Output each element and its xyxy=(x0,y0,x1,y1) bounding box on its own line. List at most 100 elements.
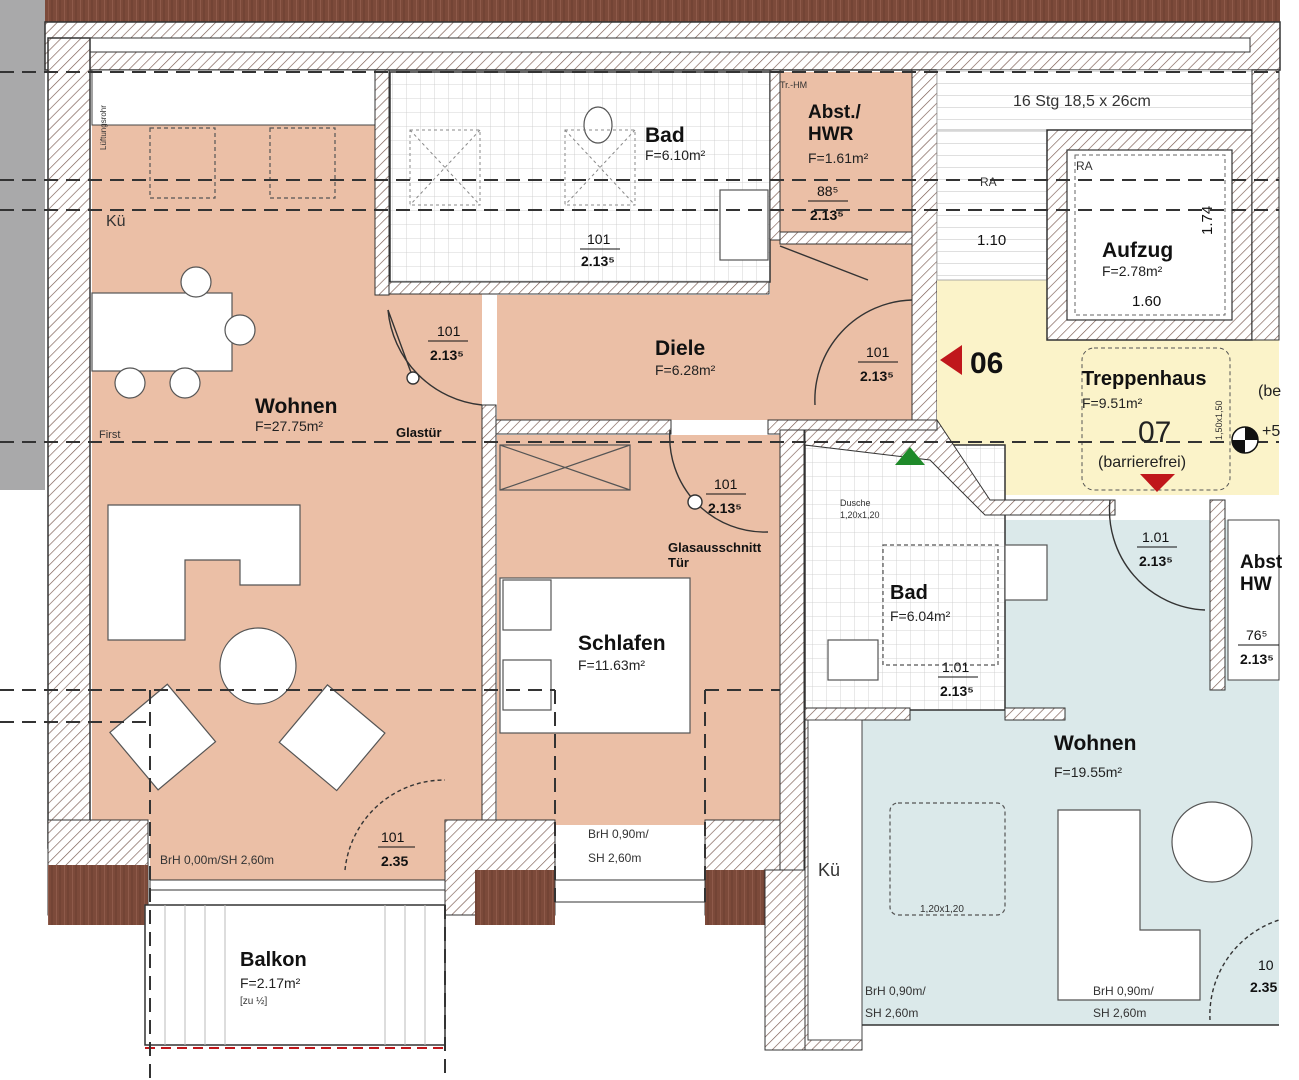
wall-bad2-diagonal xyxy=(804,418,1116,516)
kitchen-label-2: Kü xyxy=(818,860,840,880)
wall-bad-left xyxy=(374,69,390,296)
wall-schlafen-top xyxy=(495,419,672,435)
label-bad-1: Bad xyxy=(645,124,685,147)
balcony xyxy=(144,904,446,1046)
dim-160: 1.60 xyxy=(1132,293,1161,310)
window-note-1: BrH 0,00m/SH 2,60m xyxy=(160,853,274,867)
area-abst-1: F=1.61m² xyxy=(808,150,869,166)
wall-schlafen-right xyxy=(779,429,805,881)
door-11-height: 2.35 xyxy=(1250,979,1277,995)
wall-bad2-bottom2 xyxy=(1004,707,1066,721)
ra-label-1: RA xyxy=(980,175,997,189)
door-3-width: 101 xyxy=(437,323,461,339)
unit-06-number: 06 xyxy=(970,347,1003,380)
glasausschnitt-label-2: Tür xyxy=(668,555,689,570)
dim-174: 1.74 xyxy=(1199,206,1216,235)
door-11-width: 10 xyxy=(1258,957,1274,973)
plus5-label: +5 xyxy=(1262,423,1280,440)
elevator-cabin xyxy=(1074,154,1226,316)
label-schlafen: Schlafen xyxy=(578,632,666,655)
bottom-wall-unit07 xyxy=(764,869,806,1051)
stairs-label: 16 Stg 18,5 x 26cm xyxy=(1013,93,1151,110)
label-wohnen-2: Wohnen xyxy=(1054,732,1136,755)
wall-bad2-bottom xyxy=(804,707,911,721)
glastuer-label: Glastür xyxy=(396,425,442,440)
room-diele xyxy=(497,295,915,420)
room-aufzug xyxy=(1066,149,1233,321)
area-treppenhaus: F=9.51m² xyxy=(1082,395,1143,411)
window-note-4a: BrH 0,90m/ xyxy=(1093,984,1154,998)
kitchen-label-1: Kü xyxy=(106,213,126,230)
window-sill-1 xyxy=(149,879,446,891)
label-diele: Diele xyxy=(655,337,705,360)
dim-150: 1,50x1,50 xyxy=(1214,400,1224,440)
window-note-3b: SH 2,60m xyxy=(865,1006,918,1020)
room-abst-1 xyxy=(780,72,912,234)
wall-wohnen-right xyxy=(481,404,497,821)
shower-label-2: 1,20x1,20 xyxy=(840,510,880,520)
bottom-brick xyxy=(48,865,148,925)
door-4-height: 2.13⁵ xyxy=(860,368,894,384)
roof-edge xyxy=(45,0,1280,22)
be-label: (be xyxy=(1258,383,1281,400)
door-9-height: 2.13⁵ xyxy=(1240,651,1274,667)
door-4-width: 101 xyxy=(866,344,890,360)
door-2-height: 2.13⁵ xyxy=(810,207,844,223)
room-bad-1 xyxy=(389,71,771,283)
window-strip xyxy=(89,37,1251,53)
unit-06-entrance-marker xyxy=(940,345,962,375)
note-balkon: [zu ½] xyxy=(240,996,267,1007)
door-9-width: 76⁵ xyxy=(1246,627,1267,643)
door-6-height: 2.35 xyxy=(381,853,408,869)
door-labels: 101 2.13⁵ 88⁵ 2.13⁵ 101 2.13⁵ 101 2.13⁵ … xyxy=(378,183,1279,995)
door-5-height: 2.13⁵ xyxy=(708,500,742,516)
door-1-height: 2.13⁵ xyxy=(581,253,615,269)
area-schlafen: F=11.63m² xyxy=(578,657,645,673)
ra-label-2: RA xyxy=(1076,159,1093,173)
area-balkon: F=2.17m² xyxy=(240,975,301,991)
door-1-width: 101 xyxy=(587,231,611,247)
exit-marker xyxy=(895,447,925,465)
wall-unit07-right xyxy=(1209,499,1226,691)
door-5-width: 101 xyxy=(714,476,738,492)
shower-marks xyxy=(409,129,636,206)
area-wohnen-2: F=19.55m² xyxy=(1054,764,1122,780)
door-7-width: 1.01 xyxy=(942,659,969,675)
area-wohnen-1: F=27.75m² xyxy=(255,418,323,434)
bottom-brick-2 xyxy=(475,870,555,925)
label-abst-1a: Abst./ xyxy=(808,102,862,123)
label-treppenhaus: Treppenhaus xyxy=(1082,368,1206,390)
furniture-unit06 xyxy=(91,106,769,792)
wall-abst-right xyxy=(911,69,938,421)
roof-lines xyxy=(0,71,1279,1080)
window-note-2b: SH 2,60m xyxy=(588,851,641,865)
unit-07-entrance-marker xyxy=(1140,474,1175,492)
rug-dimension: 1,20x1,20 xyxy=(920,904,964,915)
door-3-height: 2.13⁵ xyxy=(430,347,464,363)
first-label: First xyxy=(99,429,120,441)
room-abst-2 xyxy=(1227,519,1280,681)
label-wohnen-1: Wohnen xyxy=(255,395,337,418)
label-abst-2a: Abst xyxy=(1240,552,1283,573)
dim-110: 1.10 xyxy=(977,232,1006,249)
window-note-2a: BrH 0,90m/ xyxy=(588,827,649,841)
door-8-width: 1.01 xyxy=(1142,529,1169,545)
window-note-3a: BrH 0,90m/ xyxy=(865,984,926,998)
furniture-unit07 xyxy=(827,544,1253,1001)
stairs-top xyxy=(936,69,1258,131)
right-wall-column xyxy=(1251,69,1280,341)
label-bad-2: Bad xyxy=(890,582,928,604)
door-8-height: 2.13⁵ xyxy=(1139,553,1173,569)
grey-terrain xyxy=(0,0,45,490)
door-2-width: 88⁵ xyxy=(817,183,838,199)
balcony-slats xyxy=(164,905,426,1045)
label-abst-1b: HWR xyxy=(808,124,854,145)
window-note-4b: SH 2,60m xyxy=(1093,1006,1146,1020)
label-balkon: Balkon xyxy=(240,949,307,971)
lueftung-label: Lüftungsrohr xyxy=(99,105,108,150)
area-bad-1: F=6.10m² xyxy=(645,147,706,163)
area-diele: F=6.28m² xyxy=(655,362,716,378)
door-6-width: 101 xyxy=(381,829,405,845)
area-aufzug: F=2.78m² xyxy=(1102,263,1163,279)
